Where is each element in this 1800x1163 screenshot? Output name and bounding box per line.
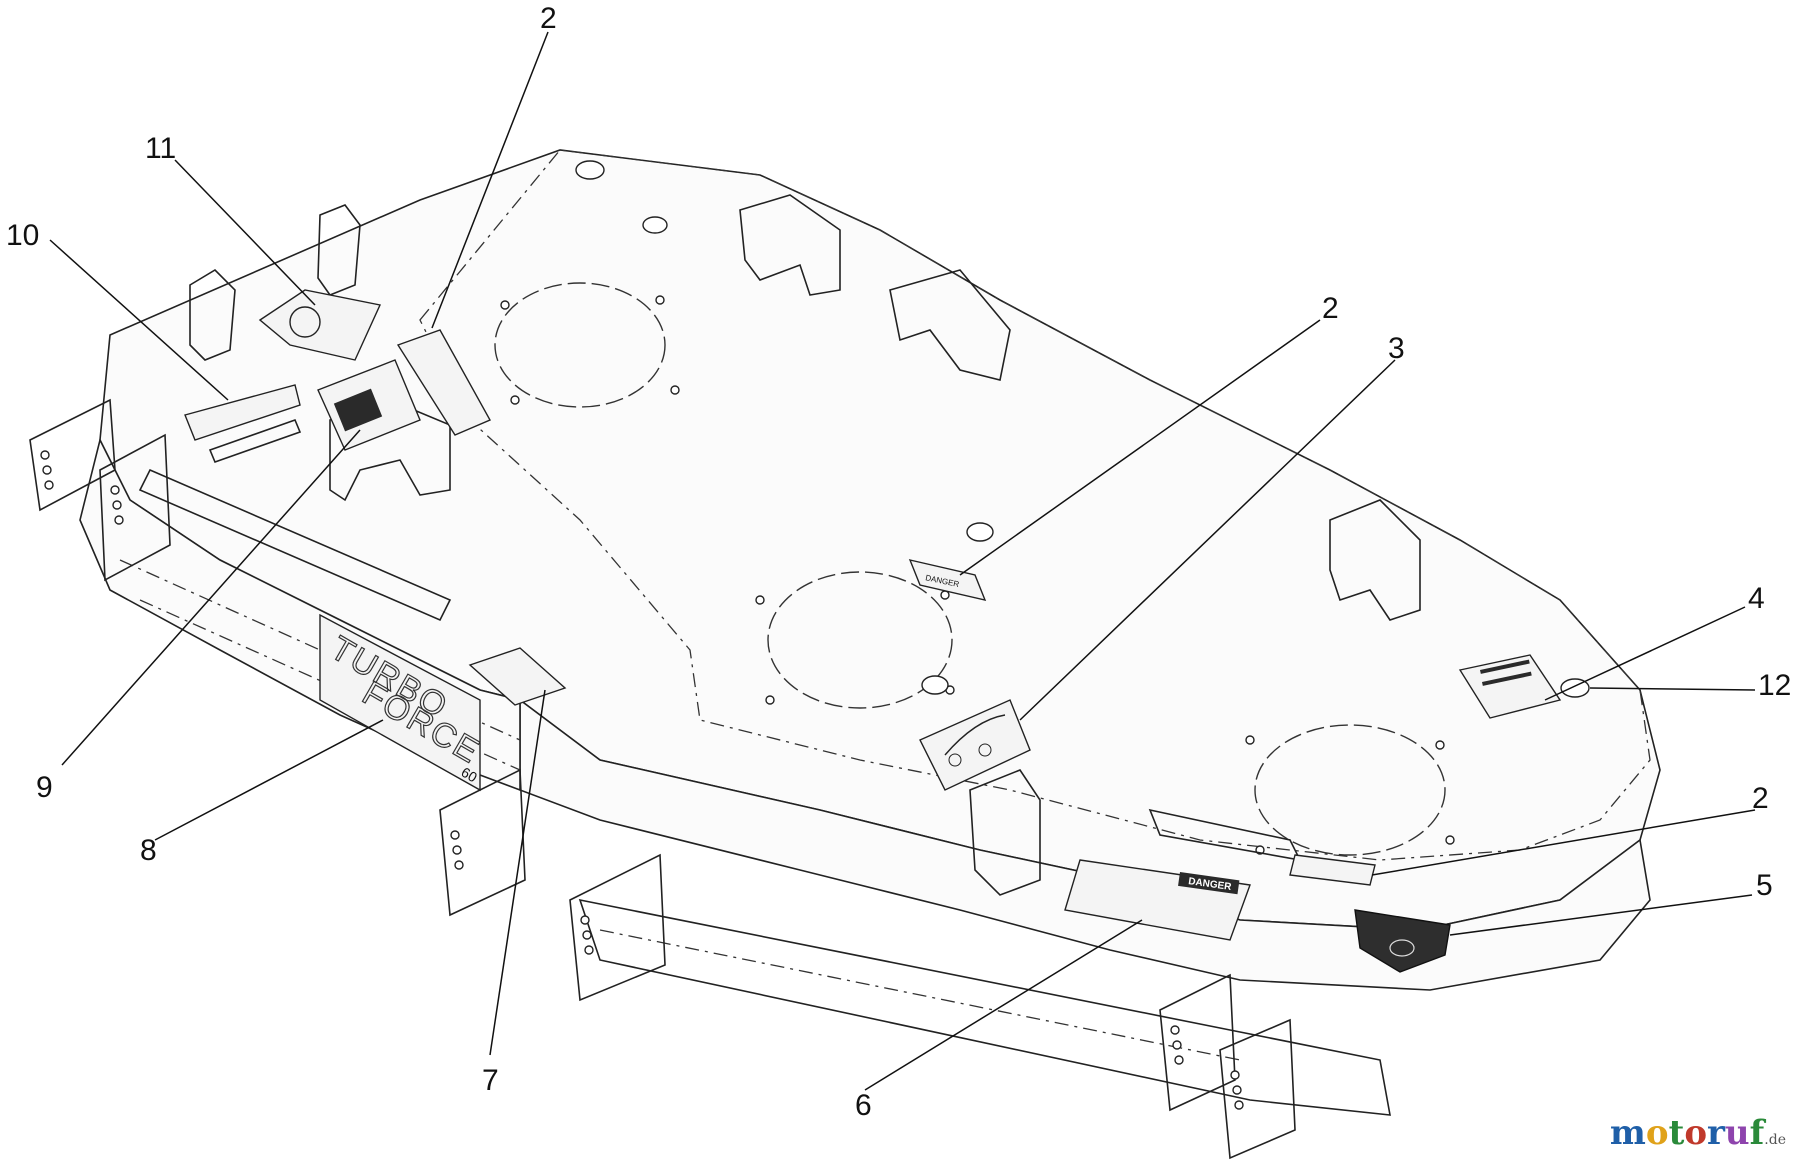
link-plate-6 (1219, 1018, 1296, 1160)
front-left-bracket (969, 769, 1041, 896)
rear-left-bracket-2 (317, 204, 361, 296)
callout-4: 4 (1748, 582, 1765, 615)
watermark-letter: o (1684, 1113, 1707, 1153)
link-plate-5 (1159, 973, 1236, 1112)
link-plate-4 (569, 853, 666, 1002)
watermark-letter: m (1609, 1113, 1646, 1153)
site-watermark: motoruf.de (1610, 1113, 1786, 1153)
decal-2-center (908, 559, 987, 601)
watermark-suffix: .de (1764, 1132, 1786, 1148)
deck-raised-plate (419, 149, 1651, 861)
leader-lines (49, 31, 1756, 1091)
callout-7: 7 (482, 1064, 499, 1097)
center-spindle-opening (767, 571, 953, 709)
callout-8: 8 (140, 834, 157, 867)
callout-3: 3 (1388, 332, 1405, 365)
decal-2-front (1289, 854, 1376, 886)
link-plate-3 (439, 768, 526, 917)
deck-front-skirt (519, 698, 1651, 991)
callout-12: 12 (1758, 669, 1791, 702)
link-plate-2 (99, 433, 171, 582)
callout-numbers: 2 11 10 2 3 4 12 2 5 9 8 7 6 (6, 2, 1791, 1122)
decal-8-panel (319, 613, 481, 792)
watermark-letter: o (1645, 1113, 1669, 1153)
rear-left-bracket (189, 268, 236, 361)
idler-bracket (889, 269, 1011, 381)
bumper-edge (599, 929, 1241, 1061)
rear-right-bracket (739, 194, 841, 296)
rear-bar (138, 468, 452, 622)
decal-7 (468, 647, 567, 706)
rear-center-bracket (329, 399, 451, 502)
callout-2-center: 2 (1322, 292, 1339, 325)
plug-left (642, 216, 668, 234)
decal-3 (919, 699, 1031, 791)
callout-10: 10 (6, 219, 39, 252)
callout-9: 9 (36, 771, 53, 804)
bolt-holes (500, 295, 1455, 855)
decal-2-rear (396, 329, 491, 436)
watermark-letter: f (1749, 1113, 1765, 1153)
plug-front (921, 675, 949, 695)
right-side-bracket (1329, 499, 1421, 621)
front-bumper (578, 898, 1391, 1116)
watermark-letters: motoruf (1610, 1113, 1764, 1153)
callout-2-rear: 2 (540, 2, 557, 35)
plugs (575, 160, 1590, 698)
callout-11: 11 (145, 132, 176, 165)
callout-2-front: 2 (1752, 782, 1769, 815)
decal-10 (184, 384, 301, 441)
plug-rear (575, 160, 605, 180)
spindle-openings (494, 282, 1446, 856)
callout-6: 6 (855, 1089, 872, 1122)
watermark-letter: r (1707, 1113, 1725, 1153)
deck-top-surface (99, 149, 1661, 931)
watermark-letter: u (1724, 1113, 1750, 1153)
plug-center (966, 522, 994, 542)
decal-5 (1354, 909, 1451, 973)
brand-size: 60 (459, 764, 481, 786)
callout-5: 5 (1756, 869, 1773, 902)
height-slot (208, 418, 302, 464)
watermark-letter: t (1668, 1113, 1685, 1153)
link-plate-1 (29, 398, 116, 512)
left-spindle-opening (494, 282, 666, 408)
height-link-plates (29, 398, 1296, 1160)
right-spindle-opening (1254, 724, 1446, 856)
